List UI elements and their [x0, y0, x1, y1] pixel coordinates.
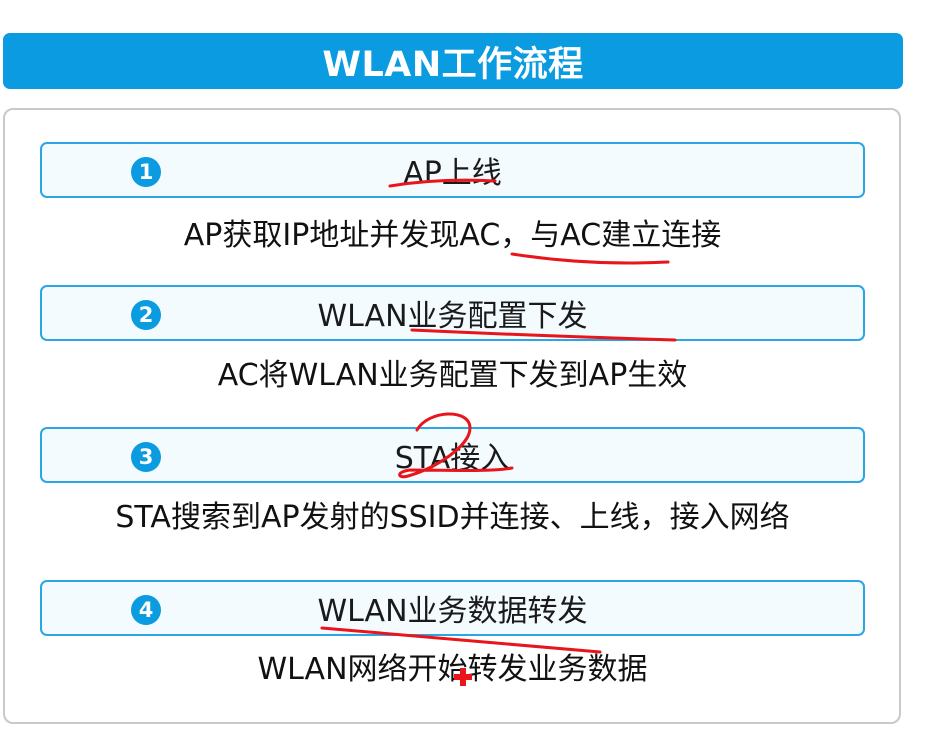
step-description: AP获取IP地址并发现AC，与AC建立连接 [183, 218, 722, 253]
page-title: WLAN工作流程 [322, 44, 584, 85]
step-number-badge: 2 [131, 300, 161, 330]
step-description: WLAN网络开始转发业务数据 [257, 652, 648, 687]
title-banner: WLAN工作流程 [3, 33, 903, 89]
step-number-badge: 1 [131, 157, 161, 187]
step-number-badge: 3 [131, 442, 161, 472]
step-description: AC将WLAN业务配置下发到AP生效 [217, 358, 688, 393]
step-box-4: 4 WLAN业务数据转发 [40, 580, 865, 636]
step-title: AP上线 [403, 156, 502, 191]
step-number-badge: 4 [131, 595, 161, 625]
step-title: WLAN业务数据转发 [317, 594, 588, 629]
step-box-1: 1 AP上线 [40, 142, 865, 198]
step-title: STA接入 [394, 441, 511, 476]
step-box-2: 2 WLAN业务配置下发 [40, 285, 865, 341]
step-title: WLAN业务配置下发 [317, 299, 588, 334]
step-box-3: 3 STA接入 [40, 427, 865, 483]
step-description: STA搜索到AP发射的SSID并连接、上线，接入网络 [115, 500, 790, 535]
